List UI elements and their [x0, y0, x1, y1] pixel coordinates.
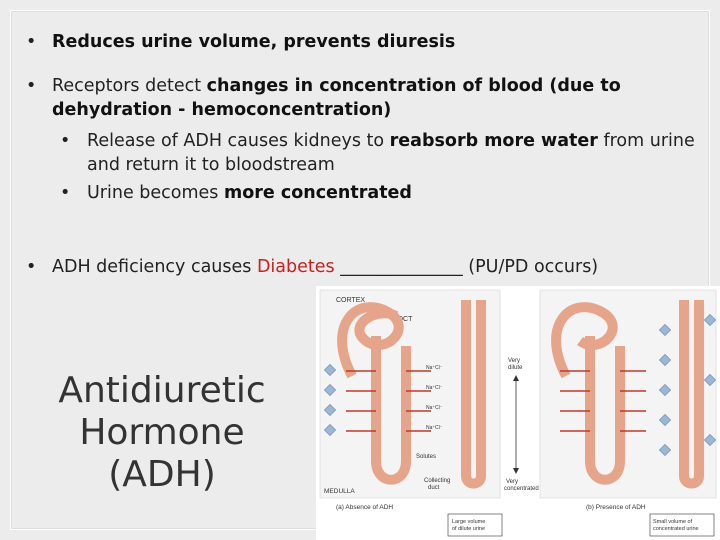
- sub-bullet-1-post: from urine and return it to bloodstream: [87, 131, 695, 175]
- medulla-label: MEDULLA: [324, 488, 355, 495]
- outcome-box-b: [649, 513, 715, 537]
- title-line-1: Antidiuretic: [58, 370, 266, 411]
- caption-b: (b) Presence of ADH: [586, 504, 646, 511]
- bullet-2-bold: changes in concentration of blood (due t…: [52, 76, 621, 120]
- title-line-2: Hormone (ADH): [79, 412, 245, 495]
- nephron-diagram: CORTEX DCT Na⁺Cl⁻ Na⁺Cl⁻ Na⁺Cl⁻ Na⁺: [316, 286, 720, 540]
- bullet-1-text: Reduces urine volume, prevents diuresis: [52, 32, 456, 52]
- slide-title: Antidiuretic Hormone (ADH): [22, 370, 302, 496]
- bullet-2-pre: Receptors detect: [52, 76, 207, 96]
- water-diamonds-a: [323, 363, 337, 437]
- sub-bullet-1-bold: reabsorb more water: [389, 131, 598, 151]
- loop-of-henle: [371, 336, 411, 485]
- water-diamonds-b: [658, 313, 717, 457]
- bullet-dot: •: [60, 183, 71, 203]
- sub-bullet-1-pre: Release of ADH causes kidneys to: [87, 131, 390, 151]
- dct-tubule: [337, 302, 404, 379]
- caption-a: (a) Absence of ADH: [336, 504, 393, 511]
- bullet-3-blank: ______________: [334, 257, 469, 277]
- bullet-3-pre: ADH deficiency causes: [52, 257, 257, 277]
- adh-figure: CORTEX DCT Na⁺Cl⁻ Na⁺Cl⁻ Na⁺Cl⁻ Na⁺: [316, 286, 720, 540]
- sub-bullet-2-bold: more concentrated: [223, 183, 412, 203]
- ion-arrows-b: [560, 370, 646, 432]
- bullet-3-post: (PU/PD occurs): [468, 257, 599, 277]
- ion-arrows-a: [346, 370, 431, 432]
- bullet-3-red: Diabetes: [256, 257, 335, 277]
- ion-label: Na⁺Cl⁻: [426, 425, 443, 431]
- bullet-dot: •: [26, 32, 37, 52]
- bullet-dot: •: [26, 257, 37, 277]
- panel-a: CORTEX DCT Na⁺Cl⁻ Na⁺Cl⁻ Na⁺Cl⁻ Na⁺: [319, 289, 501, 499]
- bullet-dot: •: [26, 76, 37, 96]
- ion-label: Na⁺Cl⁻: [426, 405, 443, 411]
- collecting-duct-b: [679, 300, 704, 489]
- cortex-label: CORTEX: [336, 297, 365, 304]
- sub-bullet-2-pre: Urine becomes: [87, 183, 224, 203]
- dct-label: DCT: [398, 316, 413, 323]
- solutes-label: Solutes: [416, 454, 436, 460]
- bullet-dot: •: [60, 131, 71, 151]
- panel-b: [539, 289, 717, 499]
- outcome-box-a: [447, 513, 503, 537]
- collecting-duct-a: [461, 300, 486, 489]
- dct-tubule-b: [551, 302, 618, 379]
- ion-label: Na⁺Cl⁻: [426, 385, 443, 391]
- loop-of-henle-b: [585, 336, 625, 485]
- ion-label: Na⁺Cl⁻: [426, 365, 443, 371]
